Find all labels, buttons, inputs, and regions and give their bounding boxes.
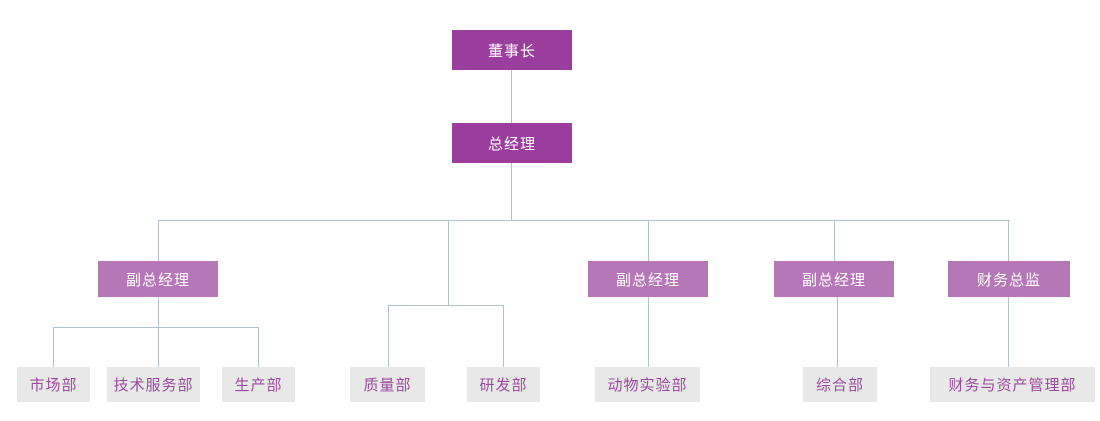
org-node-finance-director: 财务总监 — [948, 261, 1070, 297]
org-node-deputy-gm-2: 副总经理 — [588, 261, 708, 297]
connector — [511, 163, 512, 220]
org-node-chairman: 董事长 — [452, 30, 572, 70]
connector — [388, 305, 389, 367]
connector — [53, 327, 54, 367]
org-node-finance-asset-dept: 财务与资产管理部 — [930, 367, 1095, 402]
connector — [448, 220, 449, 305]
org-node-marketing-dept: 市场部 — [17, 367, 90, 402]
connector — [258, 327, 259, 367]
connector — [53, 327, 259, 328]
connector — [503, 305, 504, 367]
org-node-deputy-gm-1: 副总经理 — [98, 261, 218, 297]
org-node-general-affairs-dept: 综合部 — [803, 367, 877, 402]
connector — [511, 70, 512, 123]
org-node-deputy-gm-3: 副总经理 — [774, 261, 894, 297]
connector — [158, 327, 159, 367]
connector — [1008, 220, 1009, 261]
connector — [158, 220, 159, 261]
org-node-general-manager: 总经理 — [452, 123, 572, 163]
connector — [648, 297, 649, 367]
connector — [834, 220, 835, 261]
connector — [158, 220, 1010, 221]
org-node-quality-dept: 质量部 — [350, 367, 425, 402]
connector — [648, 220, 649, 261]
org-node-production-dept: 生产部 — [222, 367, 295, 402]
connector — [388, 305, 504, 306]
connector — [1008, 297, 1009, 367]
org-node-rd-dept: 研发部 — [467, 367, 540, 402]
org-node-animal-lab-dept: 动物实验部 — [595, 367, 700, 402]
connector — [158, 297, 159, 327]
connector — [837, 297, 838, 367]
org-node-tech-service-dept: 技术服务部 — [107, 367, 200, 402]
